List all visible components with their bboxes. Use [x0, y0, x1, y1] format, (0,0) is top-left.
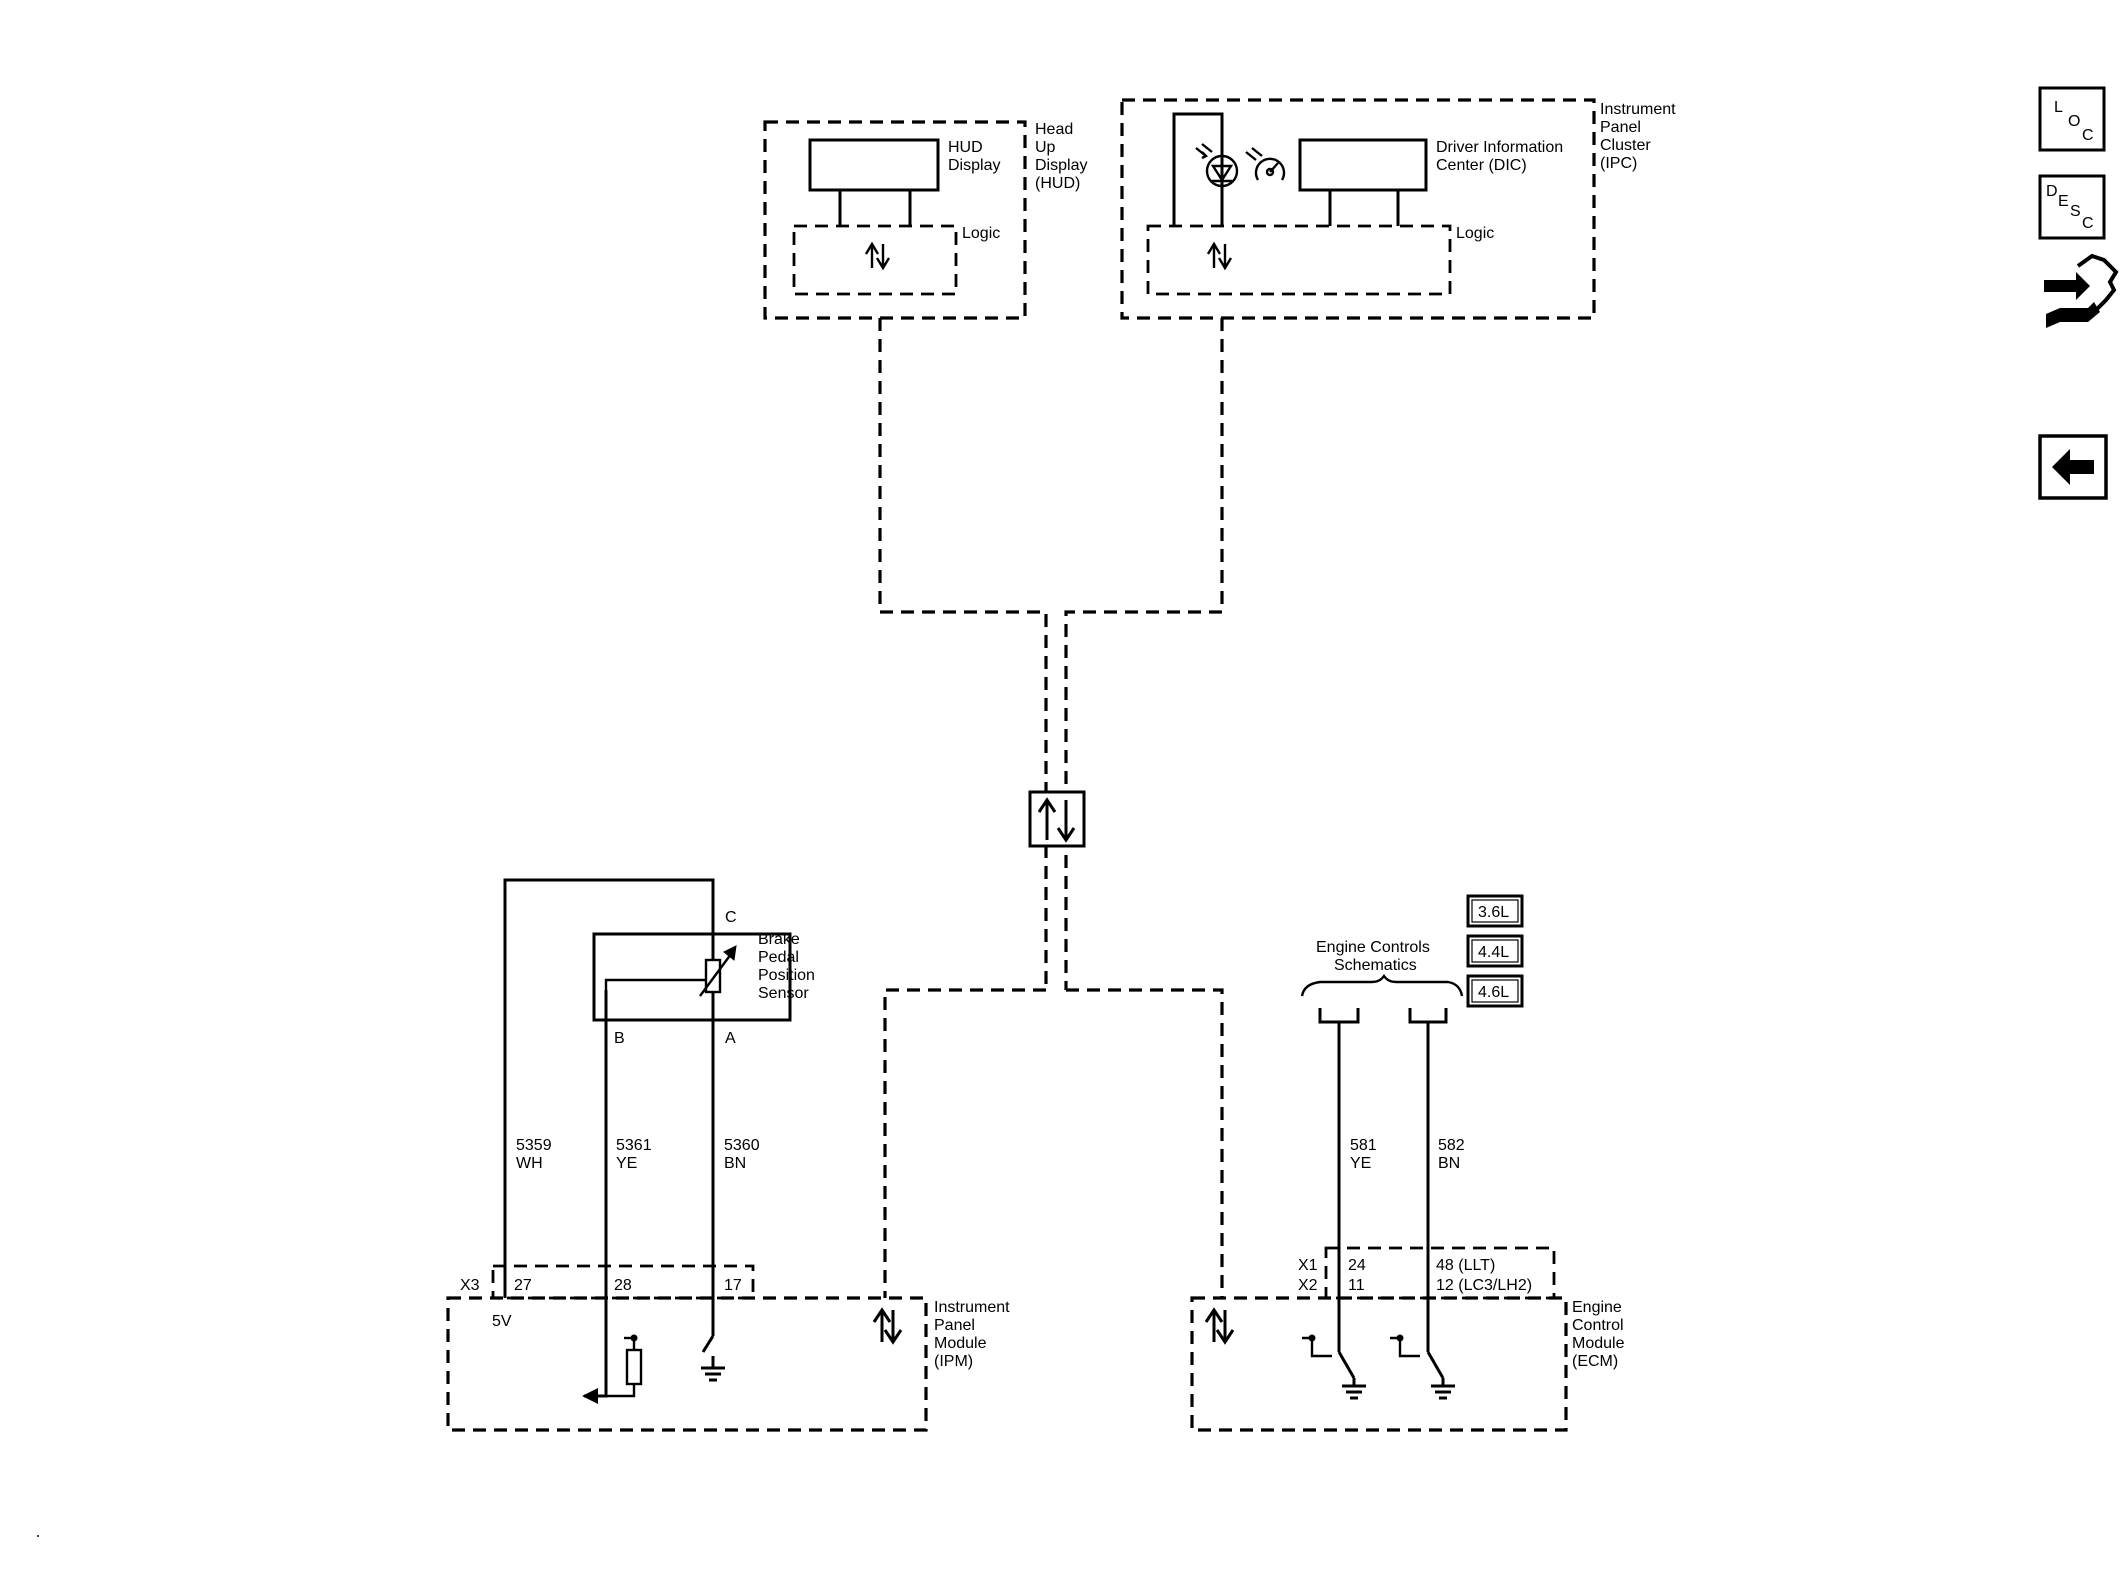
- hud-name-3: Display: [1035, 157, 1087, 174]
- desc-letter-s: S: [2070, 203, 2081, 220]
- ipc-logic-label: Logic: [1456, 225, 1494, 242]
- variant-4-6l-label: 4.6L: [1478, 984, 1509, 1001]
- wire-582-color: BN: [1438, 1155, 1460, 1172]
- ipm-supply-5v: 5V: [492, 1313, 512, 1330]
- variant-4-4l-label: 4.4L: [1478, 944, 1509, 961]
- ecm-connector-x2: X2: [1298, 1277, 1318, 1294]
- wire-5361-color: YE: [616, 1155, 637, 1172]
- desc-letter-e: E: [2058, 193, 2069, 210]
- sensor-name-4: Sensor: [758, 985, 809, 1002]
- ecm-pin-12: 12 (LC3/LH2): [1436, 1277, 1532, 1294]
- ecm-connector-x1: X1: [1298, 1257, 1318, 1274]
- back-arrow-icon[interactable]: [2038, 434, 2108, 500]
- hud-display-label-2: Display: [948, 157, 1000, 174]
- sensor-name-3: Position: [758, 967, 815, 984]
- ecm-name-2: Control: [1572, 1317, 1624, 1334]
- desc-icon[interactable]: D E S C: [2038, 174, 2106, 240]
- ipc-module: Logic Driver Information Center (DIC) In…: [1120, 98, 1676, 320]
- ipm-pin-28: 28: [614, 1277, 632, 1294]
- sensor-terminal-c: C: [725, 909, 737, 926]
- ipm-name-4: (IPM): [934, 1353, 973, 1370]
- sensor-name-2: Pedal: [758, 949, 799, 966]
- variant-4-6l-button[interactable]: 4.6L: [1466, 974, 1524, 1008]
- ipm-connector-x3: X3: [460, 1277, 480, 1294]
- hud-logic-label: Logic: [962, 225, 1000, 242]
- ipm-name-3: Module: [934, 1335, 987, 1352]
- ipm-module: X3 27 28 17 5V Instrument Panel Module (…: [446, 1264, 1010, 1432]
- sensor-terminal-b: B: [614, 1030, 625, 1047]
- ecm-module: X1 X2 24 11 48 (LLT) 12 (LC3/LH2) Engine…: [1190, 1246, 1625, 1432]
- ipc-name-1: Instrument: [1600, 101, 1676, 118]
- loc-letter-l: L: [2054, 99, 2063, 116]
- ecm-wires: 581 YE 582 BN: [1337, 1022, 1465, 1352]
- wire-5360-color: BN: [724, 1155, 746, 1172]
- indicator-lamp-icon: [1205, 154, 1239, 188]
- ecm-pin-11: 11: [1348, 1277, 1365, 1294]
- ecm-name-1: Engine: [1572, 1299, 1622, 1316]
- variant-3-6l-button[interactable]: 3.6L: [1466, 894, 1524, 928]
- wire-581-circuit: 581: [1350, 1137, 1377, 1154]
- brake-pedal-position-sensor: C B A Brake Pedal Position Sensor: [592, 909, 815, 1047]
- sensor-terminal-a: A: [725, 1030, 736, 1047]
- ipm-name-1: Instrument: [934, 1299, 1010, 1316]
- hud-name-2: Up: [1035, 139, 1056, 156]
- variant-4-4l-button[interactable]: 4.4L: [1466, 934, 1524, 968]
- loc-letter-c: C: [2082, 127, 2094, 144]
- engine-controls-label-1: Engine Controls: [1316, 939, 1430, 956]
- hud-name-1: Head: [1035, 121, 1073, 138]
- dic-label-1: Driver Information: [1436, 139, 1563, 156]
- ipc-name-2: Panel: [1600, 119, 1641, 136]
- wire-5360-circuit: 5360: [724, 1137, 760, 1154]
- ecm-name-4: (ECM): [1572, 1353, 1618, 1370]
- serial-data-bus: [878, 318, 1224, 1298]
- wire-5359-color: WH: [516, 1155, 543, 1172]
- hud-name-4: (HUD): [1035, 175, 1080, 192]
- loc-icon[interactable]: L O C: [2038, 86, 2106, 152]
- wire-5359-circuit: 5359: [516, 1137, 552, 1154]
- ecm-name-3: Module: [1572, 1335, 1625, 1352]
- hud-module: Logic HUD Display Head Up Display (HUD): [763, 120, 1087, 320]
- desc-letter-d: D: [2046, 183, 2058, 200]
- hud-display-label-1: HUD: [948, 139, 983, 156]
- engine-controls-reference: Engine Controls Schematics 3.6L 4.4L 4.6…: [1300, 894, 1524, 1024]
- sensor-wires: 5359 WH 5361 YE 5360 BN: [503, 878, 760, 1404]
- ecm-pin-48: 48 (LLT): [1436, 1257, 1495, 1274]
- ipc-name-3: Cluster: [1600, 137, 1651, 154]
- wire-5361-circuit: 5361: [616, 1137, 652, 1154]
- desc-letter-c: C: [2082, 215, 2094, 232]
- engine-controls-label-2: Schematics: [1334, 957, 1417, 974]
- connector-tool-icon[interactable]: [2044, 253, 2119, 328]
- wire-581-color: YE: [1350, 1155, 1371, 1172]
- loc-letter-o: O: [2068, 113, 2080, 130]
- dic-label-2: Center (DIC): [1436, 157, 1527, 174]
- ipm-name-2: Panel: [934, 1317, 975, 1334]
- ipm-pin-17: 17: [724, 1277, 742, 1294]
- gauge-icon: [1245, 147, 1286, 181]
- variant-3-6l-label: 3.6L: [1478, 904, 1509, 921]
- ipc-name-4: (IPC): [1600, 155, 1637, 172]
- ecm-pin-24: 24: [1348, 1257, 1366, 1274]
- sensor-name-1: Brake: [758, 931, 800, 948]
- wire-582-circuit: 582: [1438, 1137, 1465, 1154]
- ipm-pin-27: 27: [514, 1277, 532, 1294]
